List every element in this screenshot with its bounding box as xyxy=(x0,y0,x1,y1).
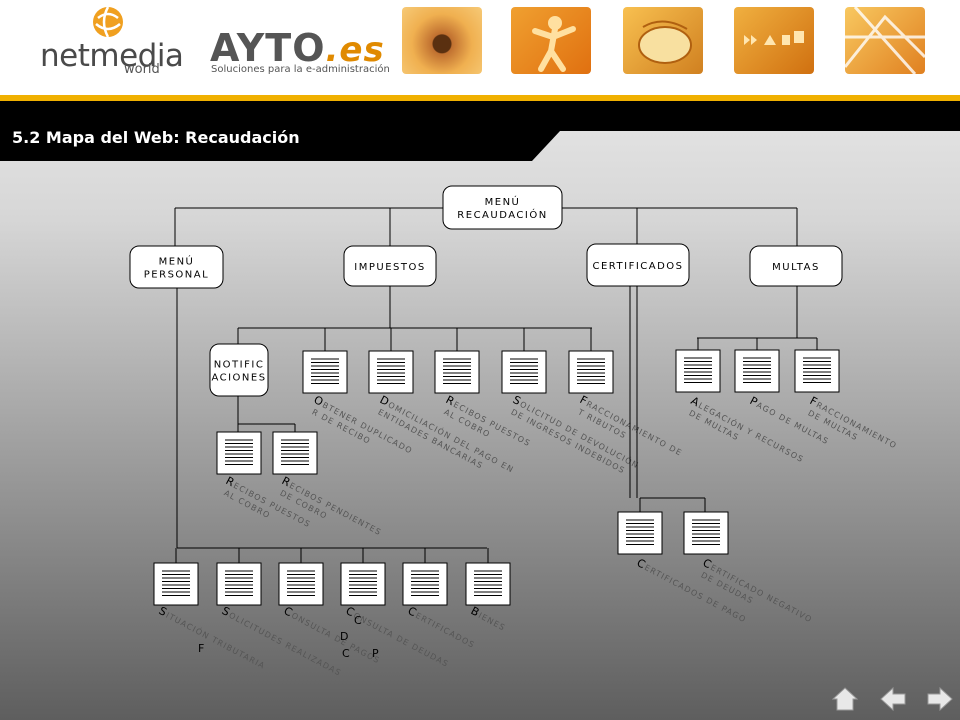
certificados-node[interactable]: CERTIFICADOS xyxy=(586,243,690,287)
page-box xyxy=(617,511,663,555)
personal-page-0[interactable] xyxy=(153,562,199,606)
multas-node[interactable]: MULTAS xyxy=(749,245,843,287)
netmedia-globe-icon xyxy=(93,6,123,38)
menu-recaudacion-node-label: MENÚ xyxy=(485,195,521,208)
notificaciones-node-label: NOTIFIC xyxy=(214,360,265,371)
page-box xyxy=(734,349,780,393)
personal-page-3[interactable] xyxy=(340,562,386,606)
page-box xyxy=(340,562,386,606)
page-box xyxy=(402,562,448,606)
impuestos-item-label-4-text: FRACCIONAMIENTO DE xyxy=(578,393,686,458)
eye-thumbnail-image xyxy=(402,7,482,74)
impuestos-page-3[interactable] xyxy=(501,350,547,394)
personal-item-label-4-rest: ERTIFICADOS xyxy=(414,611,477,650)
menu-recaudacion-node-label: RECAUDACIÓN xyxy=(457,208,547,221)
menu-personal-node-label: MENÚ xyxy=(159,255,195,268)
page-box xyxy=(216,562,262,606)
multas-item-label-0-rest: LEGACIÓN Y RECURSOS xyxy=(697,399,806,464)
personal-item-label-5: BIENES xyxy=(469,604,509,633)
title-bar xyxy=(0,101,960,161)
menu-recaudacion-node-box xyxy=(442,185,563,230)
personal-page-2[interactable] xyxy=(278,562,324,606)
mouse-thumbnail-image xyxy=(623,7,703,74)
notificaciones-node-box xyxy=(209,343,269,397)
page-box xyxy=(216,431,262,475)
arrow-left-icon[interactable] xyxy=(880,686,906,712)
multas-page-2[interactable] xyxy=(794,349,840,393)
athlete-thumbnail-image xyxy=(511,7,591,74)
personal-item-label-2: CONSULTA DE PAGOS xyxy=(282,604,383,666)
multas-page-1[interactable] xyxy=(734,349,780,393)
cert-page-0[interactable] xyxy=(617,511,663,555)
certificados-node-box xyxy=(586,243,690,287)
page-box xyxy=(368,350,414,394)
personal-page-5[interactable] xyxy=(465,562,511,606)
personal-item-label-1-rest: OLICITUDES REALIZADAS xyxy=(227,611,343,678)
page-box xyxy=(465,562,511,606)
personal-extra-initial-2: D xyxy=(340,630,348,643)
page-box xyxy=(278,562,324,606)
personal-item-label-2-text: CONSULTA DE PAGOS xyxy=(282,604,383,666)
impuestos-page-0[interactable] xyxy=(302,350,348,394)
notificaciones-node[interactable]: NOTIFIC ACIONES xyxy=(209,343,269,397)
impuestos-page-2[interactable] xyxy=(434,350,480,394)
arrow-right-icon[interactable] xyxy=(927,686,953,712)
header-accent-line xyxy=(0,95,960,101)
ayto-logo-sub: Soluciones para la e-administración xyxy=(211,64,390,75)
impuestos-node-label: IMPUESTOS xyxy=(354,262,425,273)
personal-item-label-0: SITUACIÓN TRIBUTARIA xyxy=(157,604,269,672)
menu-personal-node-label: PERSONAL xyxy=(144,270,209,281)
page-box xyxy=(683,511,729,555)
media-controls-thumbnail-image xyxy=(734,7,814,74)
impuestos-page-1[interactable] xyxy=(368,350,414,394)
home-icon[interactable] xyxy=(832,686,858,712)
page-box xyxy=(501,350,547,394)
multas-page-0[interactable] xyxy=(675,349,721,393)
netmedia-logo: netmedia xyxy=(40,38,184,74)
ayto-logo: AYTO.es xyxy=(210,26,385,70)
personal-extra-initial-3: C xyxy=(342,647,350,660)
cert-item-label-1-rest: ERTIFICADO NEGATIVO xyxy=(709,563,814,624)
page-box xyxy=(568,350,614,394)
impuestos-node[interactable]: IMPUESTOS xyxy=(343,245,437,287)
abstract-thumbnail-image xyxy=(845,7,925,74)
notificaciones-node-label: ACIONES xyxy=(211,373,266,384)
cert-item-label-1-text: CERTIFICADO NEGATIVO xyxy=(701,556,816,625)
notif-page-0[interactable] xyxy=(216,431,262,475)
personal-item-label-5-text: BIENES xyxy=(469,604,509,633)
page-box xyxy=(302,350,348,394)
menu-personal-node[interactable]: MENÚ PERSONAL xyxy=(129,245,224,289)
impuestos-page-4[interactable] xyxy=(568,350,614,394)
page-box xyxy=(794,349,840,393)
header: netmedia world AYTO.es Soluciones para l… xyxy=(0,0,960,95)
personal-extra-initial-4: P xyxy=(372,647,379,660)
netmedia-logo-sub: world xyxy=(124,62,160,77)
page-box xyxy=(675,349,721,393)
multas-node-box xyxy=(749,245,843,287)
personal-page-1[interactable] xyxy=(216,562,262,606)
notif-item-label-1-text: RECIBOS PENDIENTES xyxy=(280,474,385,538)
page-box xyxy=(272,431,318,475)
notif-page-1[interactable] xyxy=(272,431,318,475)
page-title: 5.2 Mapa del Web: Recaudación xyxy=(12,128,300,147)
personal-extra-initial-1: C xyxy=(354,614,362,627)
multas-node-label: MULTAS xyxy=(772,262,820,273)
cert-page-1[interactable] xyxy=(683,511,729,555)
notif-item-label-1-rest: ECIBOS PENDIENTES xyxy=(288,481,383,537)
page-box xyxy=(153,562,199,606)
certificados-node-label: CERTIFICADOS xyxy=(592,261,683,272)
personal-item-label-0-rest: ITUACIÓN TRIBUTARIA xyxy=(164,609,267,671)
personal-item-label-0-text: SITUACIÓN TRIBUTARIA xyxy=(157,604,269,672)
personal-page-4[interactable] xyxy=(402,562,448,606)
personal-extra-initial-0: F xyxy=(198,642,204,655)
page-box xyxy=(434,350,480,394)
personal-item-label-5-rest: IENES xyxy=(477,611,507,633)
